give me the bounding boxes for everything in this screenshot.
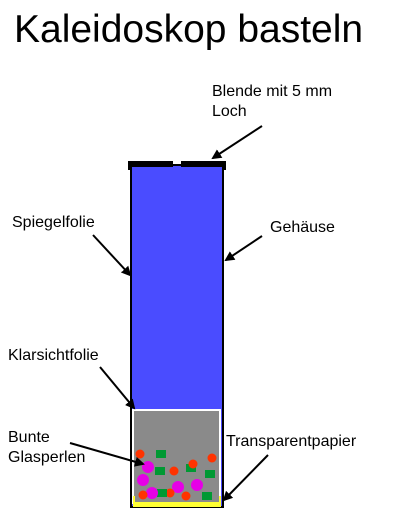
blende-tab-right bbox=[222, 161, 226, 170]
arrow-spiegelfolie bbox=[92, 234, 132, 277]
glass-bead bbox=[135, 449, 145, 459]
glass-bead bbox=[181, 491, 191, 501]
transparent-paper bbox=[134, 502, 220, 507]
glass-bead bbox=[157, 489, 167, 497]
glass-bead bbox=[137, 474, 149, 486]
glass-bead bbox=[205, 470, 215, 478]
label-klarsichtfolie: Klarsichtfolie bbox=[8, 347, 99, 364]
label-bunte-glasperlen: Bunte Glasperlen bbox=[8, 428, 85, 468]
blende-tab-left bbox=[128, 161, 132, 170]
glass-bead bbox=[188, 459, 198, 469]
label-gehaeuse: Gehäuse bbox=[270, 219, 335, 236]
blende-left-segment bbox=[128, 161, 173, 167]
glass-beads bbox=[135, 449, 217, 501]
glass-bead bbox=[191, 479, 203, 491]
glass-bead bbox=[172, 481, 184, 493]
glass-bead bbox=[142, 461, 154, 473]
label-blende-line-2: Loch bbox=[212, 103, 247, 120]
glass-bead bbox=[207, 453, 217, 463]
arrow-gehaeuse bbox=[224, 235, 263, 262]
blende-right-segment bbox=[181, 161, 226, 167]
arrow-blende bbox=[211, 125, 263, 160]
page-title: Kaleidoskop basteln bbox=[14, 8, 364, 51]
glass-bead bbox=[169, 466, 179, 476]
arrow-klarsichtfolie bbox=[99, 366, 136, 410]
glass-bead bbox=[155, 467, 165, 475]
label-bunte-line-1: Bunte bbox=[8, 429, 50, 446]
label-transparentpapier: Transparentpapier bbox=[226, 433, 357, 450]
glass-bead bbox=[146, 487, 158, 499]
label-blende: Blende mit 5 mm Loch bbox=[212, 82, 332, 122]
label-bunte-line-2: Glasperlen bbox=[8, 449, 86, 466]
glass-bead bbox=[165, 488, 175, 498]
label-blende-line-1: Blende mit 5 mm bbox=[212, 83, 333, 100]
arrow-bunte-glasperlen bbox=[69, 442, 145, 467]
label-spiegelfolie: Spiegelfolie bbox=[12, 214, 95, 231]
glass-bead bbox=[138, 490, 148, 500]
glass-bead bbox=[202, 492, 212, 500]
glass-bead bbox=[156, 450, 166, 458]
arrow-transparentpapier bbox=[222, 454, 269, 502]
